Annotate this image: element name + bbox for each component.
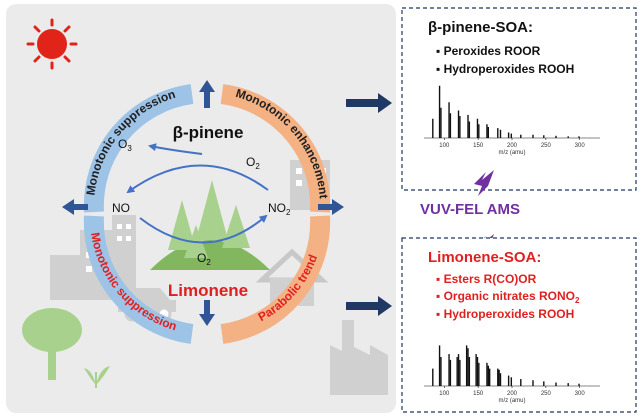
reaction-cycle [126, 143, 269, 244]
arrow-to-beta-box-icon [346, 93, 392, 113]
limonene-item-3: ▪ Hydroperoxides ROOH [436, 307, 574, 321]
cycle-lower-arc [139, 214, 268, 244]
beta-pinene-soa-box: β-pinene-SOA: ▪ Peroxides ROOR ▪ Hydrope… [401, 7, 637, 191]
cycle-o3-arrow [148, 143, 203, 155]
arrow-left-icon [62, 199, 88, 215]
left-panel-frame [6, 4, 396, 413]
beta-spectrum-tick-label: 200 [507, 143, 518, 149]
beta-item-2: ▪ Hydroperoxides ROOH [436, 62, 574, 76]
tree-icon [22, 308, 82, 380]
limonene-spectrum-tick-label: 100 [439, 391, 450, 397]
limonene-spectrum-tick-label: 200 [507, 391, 518, 397]
beta-spectrum-tick-label: 300 [575, 143, 586, 149]
beta-pinene-label: β-pinene [173, 123, 244, 142]
beta-spectrum-xlabel: m/z (amu) [499, 150, 526, 156]
o2-top-label: O2 [246, 155, 260, 171]
beta-spectrum: 100 150 200 250 300 m/z (amu) [424, 85, 600, 156]
cycle-upper-arc [126, 164, 269, 194]
o3-label: O3 [118, 137, 132, 153]
limonene-spectrum-xlabel: m/z (amu) [499, 398, 526, 404]
beta-item-1: ▪ Peroxides ROOR [436, 44, 541, 58]
limonene-spectrum-tick-label: 150 [473, 391, 484, 397]
limonene-item-1: ▪ Esters R(CO)OR [436, 272, 537, 286]
arc-segments [83, 84, 331, 344]
no-label: NO [112, 201, 130, 215]
limonene-spectrum-tick-label: 300 [575, 391, 586, 397]
limonene-soa-box: Limonene-SOA: ▪ Esters R(CO)OR ▪ Organic… [401, 237, 637, 413]
arc-bottom-right [220, 215, 331, 344]
beta-spectrum-tick-label: 150 [473, 143, 484, 149]
plant-icon [84, 366, 110, 388]
limonene-item-2: ▪ Organic nitrates RONO2 [436, 289, 580, 305]
limonene-label: Limonene [168, 281, 248, 300]
factory-icon [330, 320, 388, 395]
direction-arrows [62, 80, 344, 326]
vuv-fel-ams-label: VUV-FEL AMS [420, 201, 520, 218]
beta-box-title: β-pinene-SOA: [428, 19, 533, 36]
no2-label: NO2 [268, 201, 291, 217]
arrow-right-icon [318, 199, 344, 215]
o2-bottom-label: O2 [197, 251, 211, 267]
arc-bottom-left [83, 215, 194, 344]
beta-spectrum-tick-label: 250 [541, 143, 552, 149]
arc-top-right [220, 84, 331, 213]
arrow-up-icon [199, 80, 215, 108]
beta-spectrum-tick-label: 100 [439, 143, 450, 149]
arrow-to-limonene-box-icon [346, 296, 392, 316]
arc-top-left [83, 84, 194, 213]
sun-icon [26, 18, 78, 70]
limonene-box-title: Limonene-SOA: [428, 249, 541, 266]
arrow-down-icon [199, 300, 215, 326]
link-arrows [346, 93, 392, 316]
limonene-spectrum: 100 150 200 250 300 m/z (amu) [424, 345, 600, 404]
limonene-spectrum-tick-label: 250 [541, 391, 552, 397]
